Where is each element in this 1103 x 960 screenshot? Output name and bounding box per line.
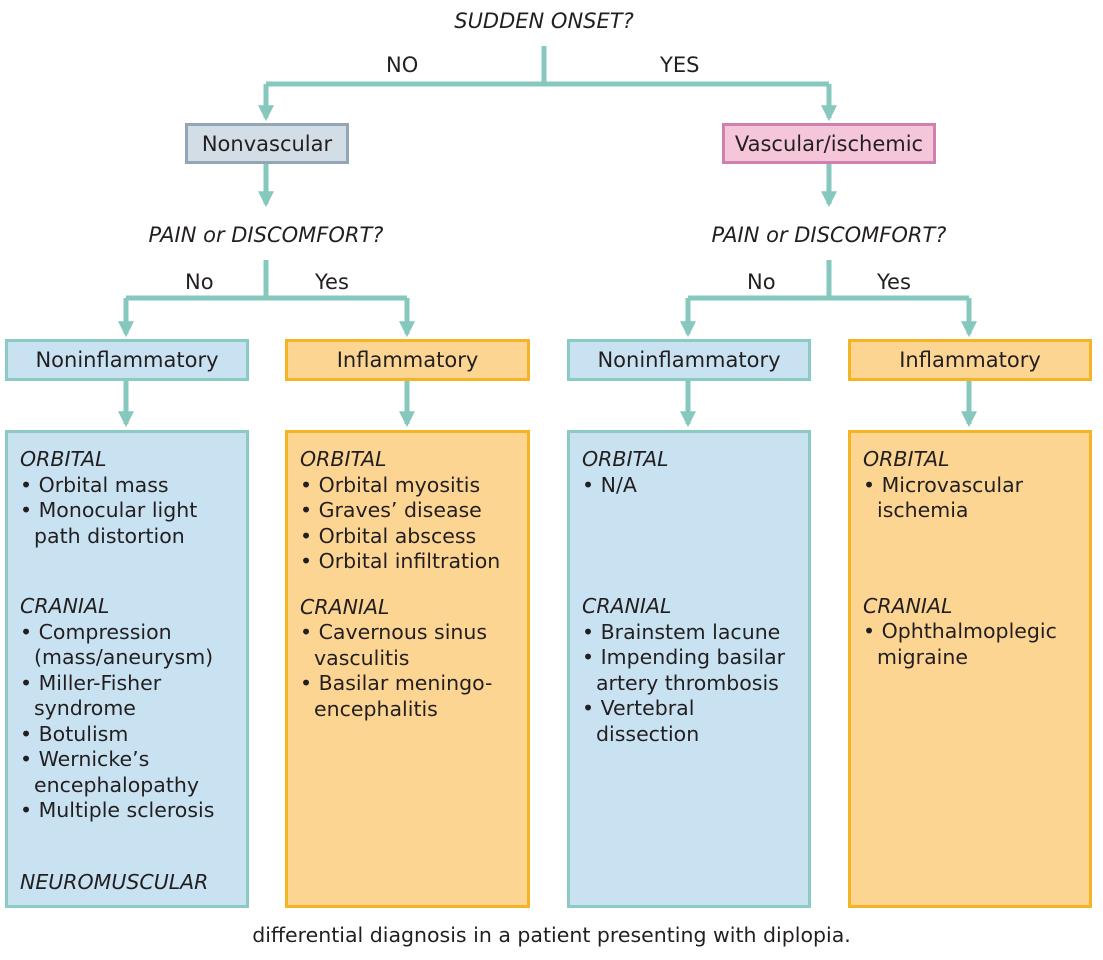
vascular-label: Vascular/ischemic [734,131,924,156]
list-item: Monocular light path distortion [20,498,234,549]
panel-vascular-noninflammatory: ORBITAL N/A CRANIAL Brainstem lacune Imp… [567,430,811,908]
orbital-heading: ORBITAL [20,447,107,471]
list-item: Vertebral dissection [582,696,796,747]
cranial-heading: CRANIAL [863,593,953,618]
answer-yes-left: Yes [315,270,349,294]
list-item: Compression (mass/aneurysm) [20,620,234,671]
list-item: Wernicke’s encephalopathy [20,747,234,798]
nonvascular-node: Nonvascular [185,123,349,164]
orbital-heading: ORBITAL [863,447,950,471]
list-item: Brainstem lacune [582,620,796,646]
list-item: Orbital myositis [300,473,515,499]
inflammatory-node-right: Inflammatory [848,339,1092,381]
list-item: N/A [582,473,796,499]
cranial-heading: CRANIAL [20,594,110,618]
panel-vascular-inflammatory: ORBITAL Microvascular ischemia CRANIAL O… [848,430,1092,908]
cranial-list: Ophthalmoplegic migraine [863,619,1077,670]
answer-yes-top: YES [660,53,700,77]
list-item: Microvascular ischemia [863,473,1077,524]
cranial-list: Brainstem lacune Impending basilar arter… [582,620,796,748]
cranial-heading: CRANIAL [300,594,390,619]
answer-yes-right: Yes [877,270,911,294]
cranial-list: Compression (mass/aneurysm) Miller-Fishe… [20,620,234,824]
list-item: Impending basilar artery thrombosis [582,645,796,696]
neuromuscular-heading: NEUROMUSCULAR [20,870,209,894]
cranial-list: Cavernous sinus vasculitis Basilar menin… [300,620,515,722]
inflammatory-label-right: Inflammatory [899,348,1041,372]
answer-no-right: No [747,270,776,294]
list-item: Orbital infiltration [300,549,515,575]
nonvascular-label: Nonvascular [201,131,333,156]
list-item: Graves’ disease [300,498,515,524]
vascular-node: Vascular/ischemic [722,123,936,164]
answer-no-left: No [185,270,214,294]
list-item: Orbital mass [20,473,234,499]
orbital-list: Microvascular ischemia [863,473,1077,524]
cranial-heading: CRANIAL [582,594,672,618]
orbital-list: Orbital mass Monocular light path distor… [20,473,234,550]
noninflammatory-label-right: Noninflammatory [597,348,781,372]
orbital-list: Orbital myositis Graves’ disease Orbital… [300,473,515,575]
inflammatory-node-left: Inflammatory [285,339,530,381]
question-sudden-onset: SUDDEN ONSET? [454,9,634,33]
orbital-list: N/A [582,473,796,499]
panel-nonvascular-inflammatory: ORBITAL Orbital myositis Graves’ disease… [285,430,530,908]
list-item: Cavernous sinus vasculitis [300,620,515,671]
list-item: Orbital abscess [300,524,515,550]
question-pain-right: PAIN or DISCOMFORT? [711,223,947,247]
noninflammatory-label-left: Noninflammatory [35,348,219,372]
question-pain-left: PAIN or DISCOMFORT? [148,223,384,247]
orbital-heading: ORBITAL [582,447,669,471]
noninflammatory-node-right: Noninflammatory [567,339,811,381]
noninflammatory-node-left: Noninflammatory [5,339,249,381]
figure-caption: differential diagnosis in a patient pres… [252,923,851,947]
panel-nonvascular-noninflammatory: ORBITAL Orbital mass Monocular light pat… [5,430,249,908]
list-item: Botulism [20,722,234,748]
answer-no-top: NO [386,53,419,77]
orbital-heading: ORBITAL [300,447,387,471]
list-item: Miller-Fisher syndrome [20,671,234,722]
list-item: Multiple sclerosis [20,798,234,824]
list-item: Ophthalmoplegic migraine [863,619,1077,670]
inflammatory-label-left: Inflammatory [336,348,479,372]
list-item: Basilar meningo-encephalitis [300,671,515,722]
